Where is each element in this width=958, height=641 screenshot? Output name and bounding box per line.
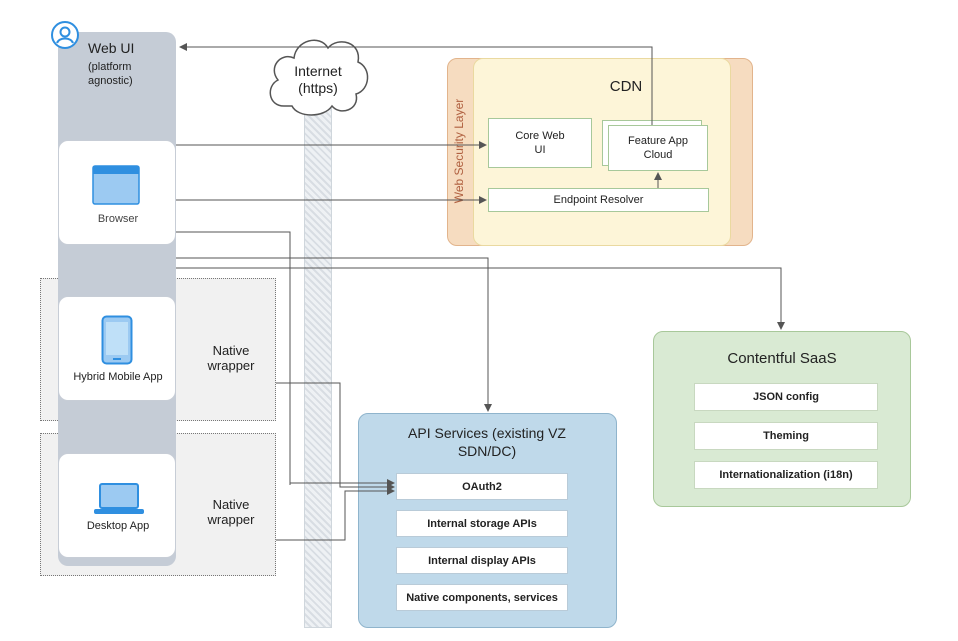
internet-channel (304, 108, 332, 628)
hybrid-mobile-app-label: Hybrid Mobile App (73, 371, 163, 383)
phone-icon (101, 315, 133, 365)
user-icon (50, 20, 80, 50)
contentful-item-i18n: Internationalization (i18n) (694, 461, 878, 489)
core-web-ui-label: Core Web UI (515, 130, 565, 156)
api-item-display: Internal display APIs (396, 547, 568, 574)
contentful-item-json: JSON config (694, 383, 878, 411)
desktop-app-card: Desktop App (58, 453, 176, 558)
cdn-title: CDN (609, 78, 643, 95)
laptop-icon (93, 482, 145, 516)
web-ui-title: Web UI (88, 40, 135, 56)
endpoint-resolver-box: Endpoint Resolver (488, 188, 709, 212)
api-services-title: API Services (existing VZ SDN/DC) (408, 425, 566, 459)
contentful-item-theming: Theming (694, 422, 878, 450)
core-web-ui-box: Core Web UI (488, 118, 592, 168)
web-security-layer-label: Web Security Layer (452, 98, 466, 204)
web-ui-subtitle: (platform agnostic) (88, 61, 133, 87)
endpoint-resolver-label: Endpoint Resolver (553, 194, 644, 206)
internet-label: Internet (https) (294, 63, 342, 96)
api-item-storage: Internal storage APIs (396, 510, 568, 537)
desktop-app-label: Desktop App (86, 520, 150, 532)
native-wrapper-label-2: Native wrapper (207, 497, 255, 527)
browser-window-icon (92, 165, 140, 205)
hybrid-mobile-app-card: Hybrid Mobile App (58, 296, 176, 401)
api-item-oauth2: OAuth2 (396, 473, 568, 500)
feature-app-cloud-box: Feature App Cloud (608, 125, 708, 171)
feature-app-cloud-label: Feature App Cloud (628, 135, 688, 161)
api-item-native: Native components, services (396, 584, 568, 611)
native-wrapper-label-1: Native wrapper (207, 343, 255, 373)
browser-card: Browser (58, 140, 176, 245)
browser-label: Browser (97, 213, 139, 225)
contentful-title: Contentful SaaS (727, 350, 837, 367)
